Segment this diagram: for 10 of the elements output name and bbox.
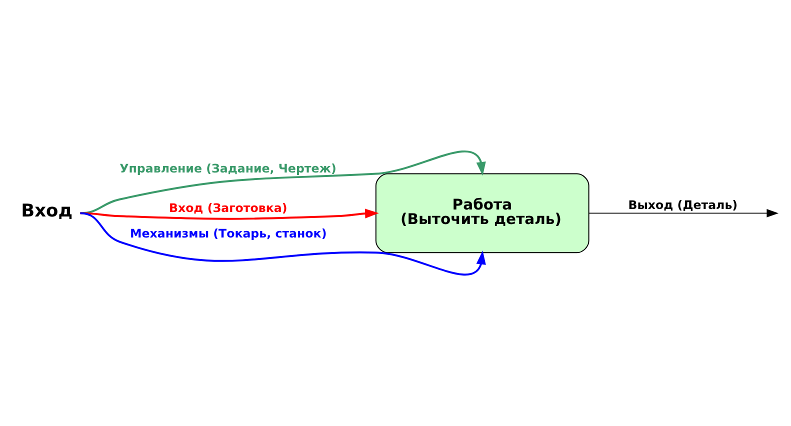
edge-label: Управление (Задание, Чертеж) xyxy=(120,161,336,176)
arrow xyxy=(588,209,779,218)
edge-label: Вход (Заготовка) xyxy=(168,200,288,215)
arrow xyxy=(80,150,486,214)
node-text: Вход xyxy=(21,202,73,222)
arrow xyxy=(80,208,379,220)
arrow xyxy=(80,212,486,276)
edge-label: Выход (Деталь) xyxy=(628,198,738,212)
node-box: Работа (Выточить деталь) xyxy=(375,173,590,254)
edge-label: Механизмы (Токарь, станок) xyxy=(130,226,327,240)
